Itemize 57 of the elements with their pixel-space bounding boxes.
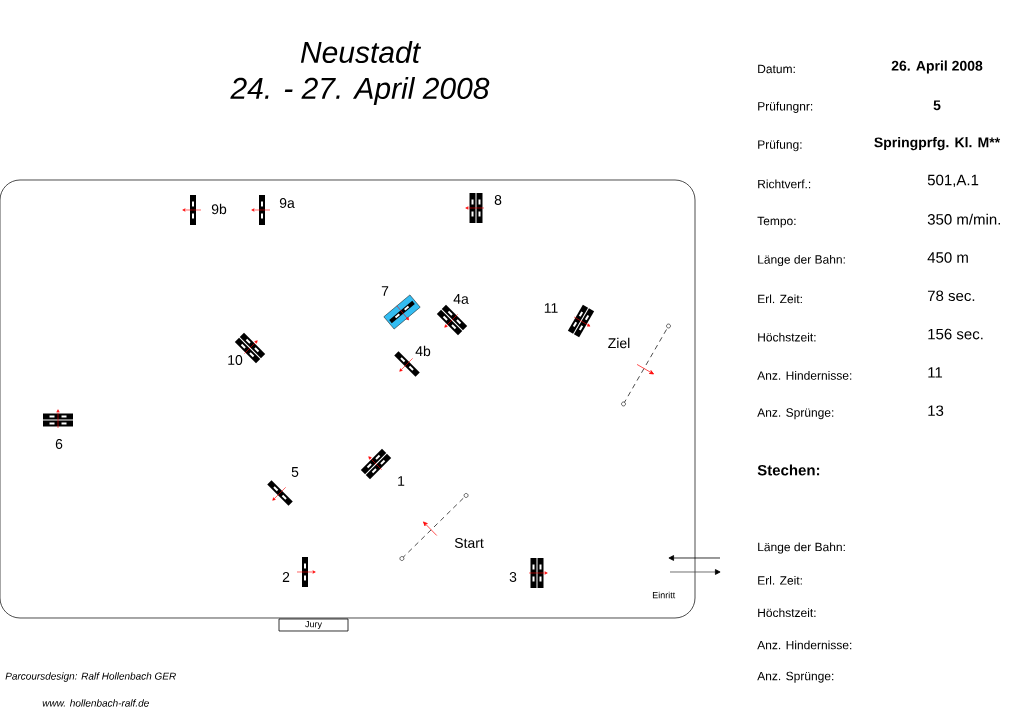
jump-number: 1 [398,476,405,486]
field-value: 5 [933,100,941,111]
jump-number: 8 [494,195,502,205]
jump-number: 9b [211,203,227,215]
field-value: Springprfg. Kl. M** [874,137,1001,151]
field-label: Erl. Zeit: [758,575,802,585]
jump-drawing [383,294,421,330]
jury-box: Jury [278,618,349,632]
field-label: Prüfungnr: [758,101,813,113]
jump-drawing [360,448,392,480]
jump-number: 7 [381,286,389,296]
jump-number: Start [454,538,484,548]
jump-drawing [182,195,202,225]
jump-drawing [465,193,485,223]
jump-drawing [251,195,271,225]
field-label: Anz. Hindernisse: [757,371,852,380]
jump-drawing [567,304,595,338]
jump-number: 5 [291,467,299,477]
jump-drawing [436,304,468,336]
field-label: Datum: [758,64,795,74]
field-value: 26. April 2008 [891,60,983,74]
field-label: Tempo: [757,216,796,228]
field-label: Anz. Hindernisse: [757,640,852,650]
field-label: Anz. Sprünge: [757,671,834,683]
section-heading: Stechen: [757,464,820,476]
date-heading: 24. - 27. April 2008 [230,77,490,105]
jump-drawing [267,480,293,506]
field-label: Richtverf.: [758,179,811,189]
jump-drawing [296,557,316,587]
field-value: 11 [928,367,943,378]
jump-drawing [43,409,73,429]
title: Neustadt [300,40,422,63]
field-value: 501,A.1 [927,174,979,188]
jump-number: 2 [282,572,290,582]
field-value: 156 sec. [928,328,983,340]
field-label: Länge der Bahn: [758,542,845,554]
designer-credit: Parcoursdesign: Ralf Hollenbach GER [5,672,176,682]
field-value: 78 sec. [927,290,975,302]
jump-number: 11 [544,303,558,313]
field-label: Höchstzeit: [758,608,816,617]
field-label: Prüfung: [758,140,802,152]
jump-number: 4b [415,345,431,357]
field-label: Länge der Bahn: [758,254,845,267]
field-label: Erl. Zeit: [758,294,802,304]
web-address: www. hollenbach-ralf.de [42,699,149,707]
jump-number: 6 [55,439,63,449]
jump-number: 3 [509,572,517,582]
field-value: 13 [928,405,944,416]
jump-number: 10 [228,355,243,365]
field-value: 450 m [927,252,968,263]
jump-number: 4a [453,294,469,304]
jump-number: 9a [279,198,295,208]
jump-drawing [528,558,548,588]
field-label: Anz. Sprünge: [757,408,834,420]
jump-number: Ziel [608,337,630,349]
field-label: Höchstzeit: [758,332,816,342]
field-value: 350 m/min. [927,213,1000,225]
